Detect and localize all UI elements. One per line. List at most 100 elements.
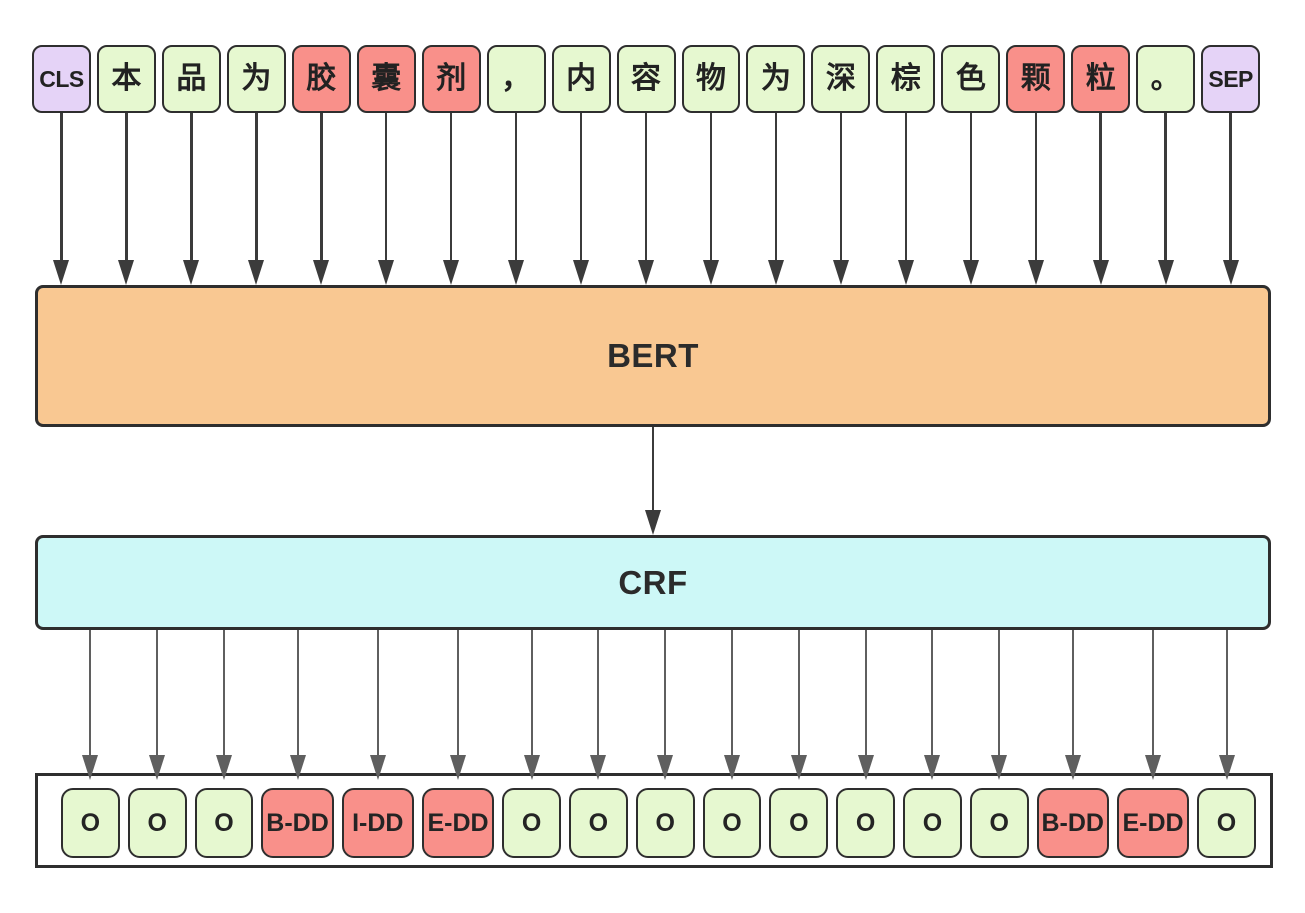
- arrow-head-icon: [450, 755, 467, 780]
- crf-to-label-arrow: [970, 630, 1029, 780]
- arrow-shaft: [597, 630, 600, 756]
- crf-to-label-arrow: [903, 630, 962, 780]
- crf-to-label-arrow: [836, 630, 895, 780]
- arrow-shaft: [1225, 630, 1228, 756]
- input-token-row: CLS 本 品 为 胶 囊: [32, 45, 1261, 285]
- arrow-shaft: [255, 113, 258, 261]
- bert-layer-label: BERT: [607, 337, 699, 374]
- output-label-cell: E-DD: [421, 630, 495, 868]
- arrow-shaft: [651, 427, 655, 511]
- crf-to-label-arrow: [636, 630, 695, 780]
- crf-to-label-arrow: [1197, 630, 1256, 780]
- arrow-head-icon: [1144, 755, 1161, 780]
- crf-to-label-arrow: [422, 630, 494, 780]
- output-label-cell: O: [836, 630, 896, 868]
- output-label-box: O: [769, 788, 829, 858]
- arrow-shaft: [156, 630, 159, 756]
- arrow-head-icon: [248, 260, 265, 285]
- arrow-shaft: [190, 113, 193, 261]
- token-box: SEP: [1201, 45, 1261, 113]
- crf-to-label-arrow: [569, 630, 628, 780]
- arrow-head-icon: [638, 260, 655, 285]
- token-cell: 。: [1136, 45, 1196, 285]
- token-to-bert-arrow: [617, 113, 676, 285]
- arrow-head-icon: [924, 755, 941, 780]
- token-to-bert-arrow: [811, 113, 870, 285]
- arrow-shaft: [864, 630, 867, 756]
- arrow-head-icon: [1218, 755, 1235, 780]
- token-to-bert-arrow: [941, 113, 1000, 285]
- arrow-head-icon: [1027, 260, 1044, 285]
- output-label-box: O: [702, 788, 762, 858]
- token-box: 容: [616, 45, 676, 113]
- crf-to-label-arrow: [502, 630, 561, 780]
- arrow-head-icon: [703, 260, 719, 285]
- output-label-cell: O: [127, 630, 187, 868]
- token-cell: 本: [96, 45, 156, 285]
- output-label-cell: O: [903, 630, 962, 868]
- arrow-head-icon: [767, 260, 784, 285]
- output-label-cell: O: [502, 630, 561, 868]
- output-label-box: O: [568, 788, 628, 858]
- arrow-shaft: [125, 113, 128, 261]
- token-cell: SEP: [1201, 45, 1261, 285]
- output-label-box: B-DD: [1036, 788, 1109, 858]
- token-box: 棕: [876, 45, 936, 113]
- token-box: 剂: [421, 45, 481, 113]
- arrow-head-icon: [369, 755, 386, 780]
- token-to-bert-arrow: [1071, 113, 1130, 285]
- arrow-shaft: [730, 630, 733, 756]
- output-label-cell: B-DD: [261, 630, 334, 868]
- output-label-box: O: [1197, 788, 1256, 858]
- output-label-box: E-DD: [421, 788, 495, 858]
- bert-to-crf-arrow: [35, 427, 1271, 535]
- token-to-bert-arrow: [1136, 113, 1195, 285]
- output-label-box: O: [836, 788, 896, 858]
- arrow-shaft: [449, 113, 453, 261]
- token-box: CLS: [32, 45, 91, 113]
- crf-layer-box: CRF: [35, 535, 1271, 630]
- output-label-cell: O: [61, 630, 120, 868]
- arrow-head-icon: [82, 755, 99, 780]
- arrow-shaft: [664, 630, 667, 756]
- token-to-bert-arrow: [552, 113, 611, 285]
- arrow-shaft: [644, 113, 648, 261]
- arrow-shaft: [1099, 113, 1102, 261]
- token-to-bert-arrow: [682, 113, 741, 285]
- token-cell: 物: [681, 45, 741, 285]
- arrow-head-icon: [573, 260, 590, 285]
- arrow-shaft: [839, 113, 843, 261]
- token-box: 。: [1136, 45, 1196, 113]
- arrow-shaft: [514, 113, 518, 261]
- crf-to-label-arrow: [261, 630, 333, 780]
- arrow-head-icon: [289, 755, 306, 780]
- token-to-bert-arrow: [487, 113, 546, 285]
- token-cell: 品: [161, 45, 221, 285]
- arrow-head-icon: [832, 260, 849, 285]
- output-label-box: O: [502, 788, 561, 858]
- token-box: 颗: [1006, 45, 1066, 113]
- output-label-cell: O: [194, 630, 254, 868]
- arrow-shaft: [904, 113, 908, 261]
- arrow-shaft: [457, 630, 460, 756]
- crf-to-label-arrow: [1117, 630, 1189, 780]
- arrow-shaft: [376, 630, 379, 756]
- arrow-head-icon: [118, 260, 135, 285]
- arrow-shaft: [579, 113, 583, 261]
- output-label-cell: O: [702, 630, 762, 868]
- token-to-bert-arrow: [422, 113, 481, 285]
- token-cell: 粒: [1071, 45, 1131, 285]
- token-cell: 容: [616, 45, 676, 285]
- token-cell: 棕: [876, 45, 936, 285]
- token-box: 囊: [356, 45, 416, 113]
- token-to-bert-arrow: [876, 113, 935, 285]
- token-box: 深: [811, 45, 871, 113]
- token-cell: 内: [551, 45, 611, 285]
- arrow-shaft: [1151, 630, 1154, 756]
- arrow: [35, 427, 1271, 535]
- arrow-head-icon: [962, 260, 979, 285]
- token-cell: 色: [941, 45, 1001, 285]
- arrow-shaft: [1071, 630, 1074, 756]
- arrow-shaft: [223, 630, 226, 756]
